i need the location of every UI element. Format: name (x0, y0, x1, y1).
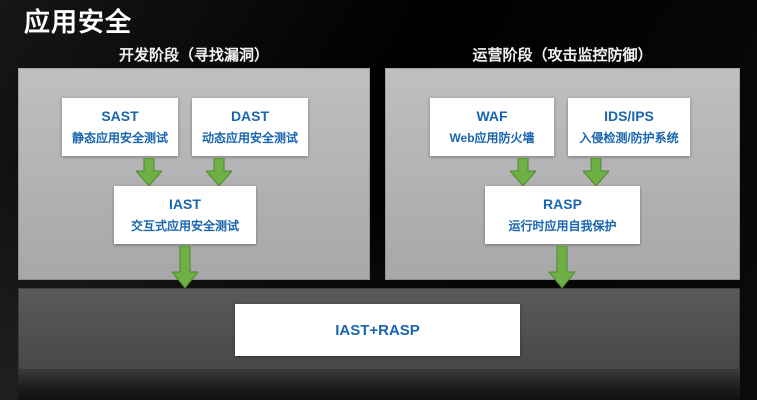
rasp-node: RASP 运行时应用自我保护 (485, 186, 640, 244)
waf-node: WAF Web应用防火墙 (430, 98, 554, 156)
waf-node-title: WAF (476, 108, 508, 124)
down-arrow-icon (549, 246, 575, 288)
down-arrow-icon (206, 158, 232, 186)
dast-node: DAST 动态应用安全测试 (192, 98, 308, 156)
waf-node-subtitle: Web应用防火墙 (449, 131, 535, 145)
merged-result-panel: IAST+RASP (18, 288, 740, 370)
sast-node-subtitle: 静态应用安全测试 (71, 131, 168, 145)
ids-ips-node-title: IDS/IPS (604, 108, 654, 124)
ids-ips-node: IDS/IPS 入侵检测/防护系统 (568, 98, 690, 156)
sast-node: SAST 静态应用安全测试 (62, 98, 178, 156)
sast-node-title: SAST (101, 108, 139, 124)
dev-phase-header: 开发阶段（寻找漏洞） (118, 47, 269, 64)
down-arrow-icon (510, 158, 536, 186)
development-phase-panel: SAST 静态应用安全测试 DAST 动态应用安全测试 IAST 交互式应用安全… (18, 68, 370, 288)
ops-phase-header: 运营阶段（攻击监控防御） (472, 47, 653, 64)
iast-node-subtitle: 交互式应用安全测试 (130, 219, 239, 233)
rasp-node-subtitle: 运行时应用自我保护 (508, 219, 617, 233)
rasp-node-title: RASP (543, 196, 582, 212)
iast-rasp-node-label: IAST+RASP (335, 321, 420, 339)
dast-node-subtitle: 动态应用安全测试 (201, 131, 298, 145)
dast-node-title: DAST (230, 108, 270, 124)
footer-band (18, 370, 740, 400)
down-arrow-icon (510, 158, 536, 186)
iast-rasp-node: IAST+RASP (235, 304, 520, 356)
down-arrow-icon (583, 158, 609, 186)
iast-node-title: IAST (169, 196, 201, 212)
down-arrow-icon (549, 246, 575, 288)
down-arrow-icon (172, 246, 198, 288)
down-arrow-icon (136, 158, 162, 186)
page-title: 应用安全 (24, 7, 133, 37)
down-arrow-icon (172, 246, 198, 288)
ids-ips-node-subtitle: 入侵检测/防护系统 (579, 131, 679, 145)
down-arrow-icon (206, 158, 232, 186)
iast-node: IAST 交互式应用安全测试 (114, 186, 256, 244)
operations-phase-panel: WAF Web应用防火墙 IDS/IPS 入侵检测/防护系统 RASP 运行时应… (385, 68, 740, 288)
down-arrow-icon (583, 158, 609, 186)
down-arrow-icon (136, 158, 162, 186)
